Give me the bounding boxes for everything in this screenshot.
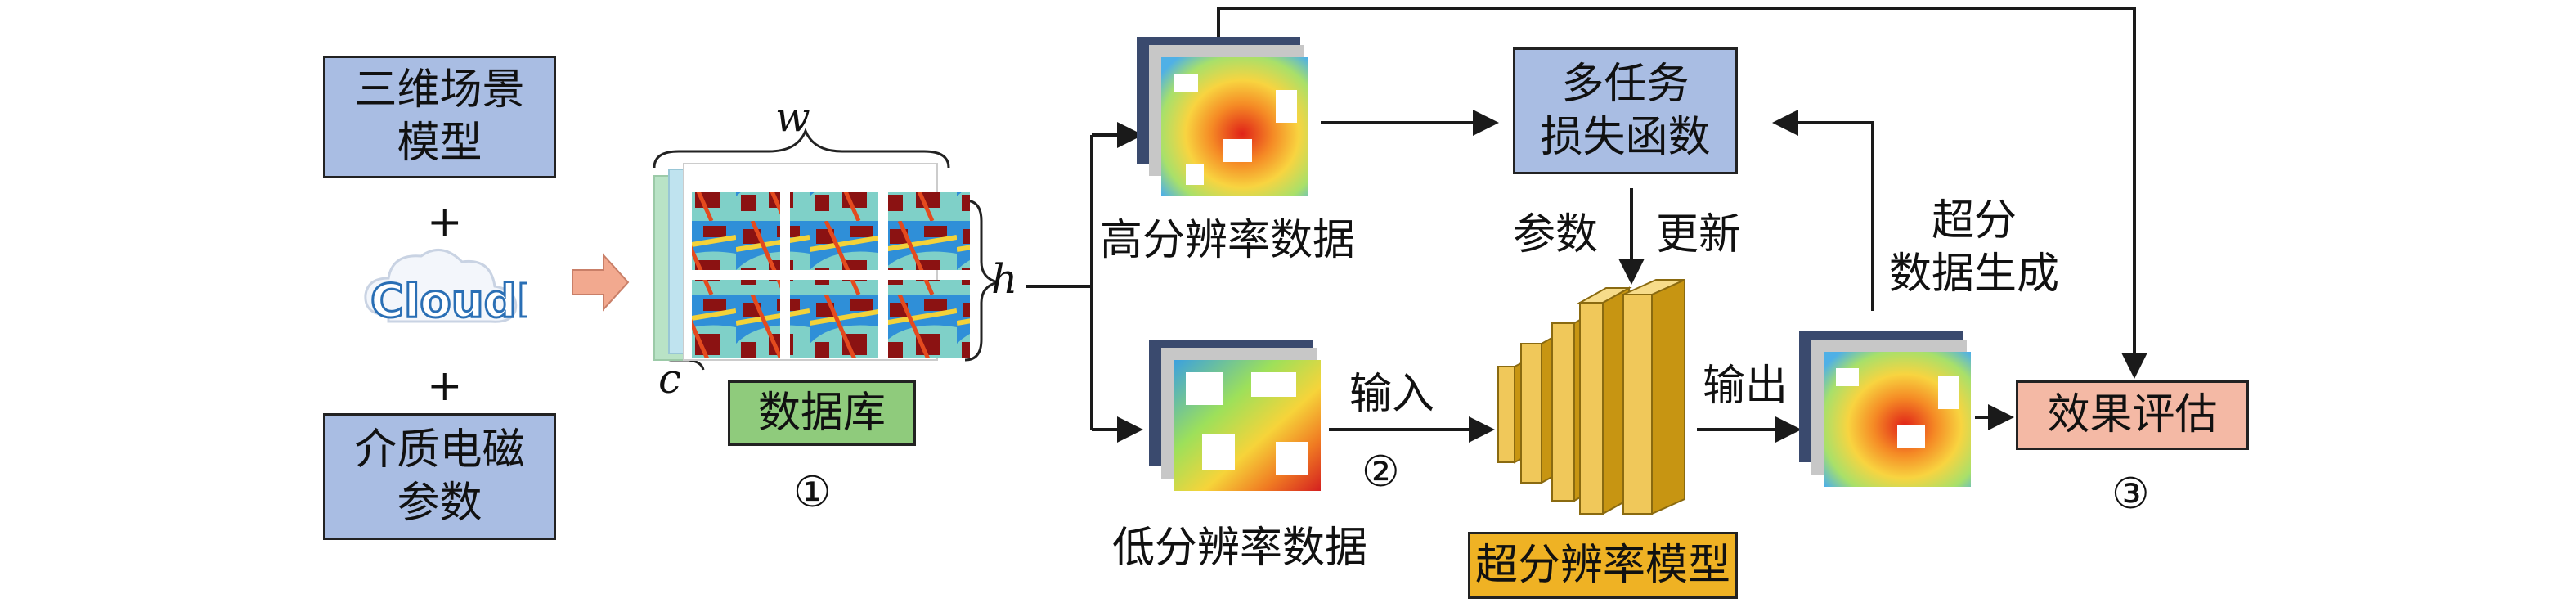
- input-flow-arrow: [572, 253, 630, 312]
- dim-c-label: c: [658, 355, 682, 403]
- brace-h: [964, 199, 999, 362]
- em-params-box: 介质电磁 参数: [323, 413, 556, 540]
- input-label: 输入: [1349, 370, 1435, 419]
- em-params-line-1: 介质电磁: [354, 425, 525, 475]
- step-2-marker: ②: [1362, 448, 1400, 497]
- database-box: 数据库: [728, 380, 916, 446]
- loss-line-2: 损失函数: [1540, 112, 1711, 162]
- step-3-marker: ③: [2112, 470, 2150, 519]
- params-label: 参数: [1513, 210, 1599, 259]
- plus-sign-1: +: [427, 198, 463, 247]
- sr-gen-line-2: 数据生成: [1889, 250, 2060, 299]
- em-params-line-2: 参数: [397, 478, 482, 528]
- database-thumbnails: [692, 192, 970, 358]
- sr-generation-label: 超分 数据生成: [1889, 195, 2059, 301]
- scene-model-line-1: 三维场景: [354, 65, 525, 115]
- sr-output-image-stack: [1799, 331, 1971, 487]
- update-label: 更新: [1656, 210, 1742, 259]
- scene-model-line-2: 模型: [397, 119, 482, 168]
- high-res-image-stack: [1137, 37, 1308, 196]
- high-res-label: 高分辨率数据: [1100, 216, 1356, 265]
- sr-model-box: 超分辨率模型: [1468, 532, 1738, 599]
- sr-gen-line-1: 超分: [1932, 196, 2017, 245]
- logo-text: CloudRT: [370, 275, 527, 328]
- low-res-image-stack: [1149, 340, 1321, 491]
- loss-function-box: 多任务 损失函数: [1513, 47, 1738, 174]
- sr-model-blocks: [1497, 278, 1685, 515]
- dim-h-label: h: [991, 255, 1018, 303]
- plus-sign-2: +: [427, 362, 463, 411]
- step-1-marker: ①: [793, 468, 832, 517]
- brace-w: [653, 127, 950, 169]
- cloudrt-logo: CloudRT: [364, 249, 527, 330]
- scene-model-box: 三维场景 模型: [323, 56, 556, 178]
- low-res-label: 低分辨率数据: [1112, 524, 1368, 573]
- dim-w-label: w: [775, 93, 810, 141]
- evaluation-box: 效果评估: [2016, 380, 2249, 450]
- loss-line-1: 多任务: [1561, 59, 1690, 109]
- output-label: 输出: [1703, 362, 1788, 411]
